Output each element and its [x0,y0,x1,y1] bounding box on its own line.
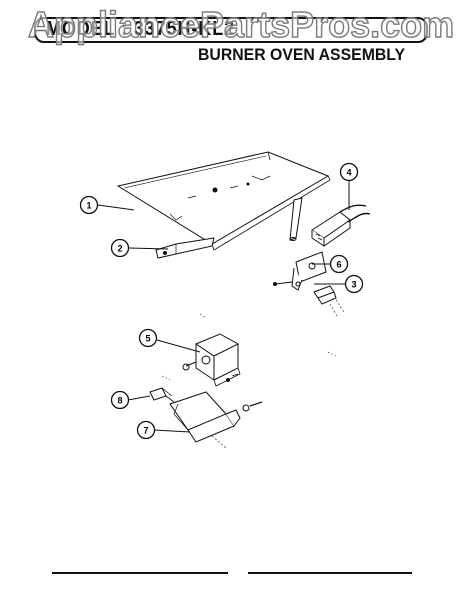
model-number: MODEL : 3375H-KL2 [46,18,236,40]
part-safety-valve [169,391,263,449]
part-electrode-fitting [149,387,175,403]
callout-1: 1 [79,195,99,215]
footer-rule-left [52,572,228,574]
callout-2-label: 2 [117,244,122,254]
callout-4-label: 4 [346,168,351,178]
part-oven-bottom-panel [116,151,331,251]
callout-1-label: 1 [86,201,91,211]
callout-7: 7 [136,420,156,440]
callouts: 1 2 3 4 5 6 7 [79,162,364,440]
page-title: BURNER OVEN ASSEMBLY [198,45,406,64]
callout-3-label: 3 [351,280,356,290]
callout-6-label: 6 [336,260,341,270]
callout-2: 2 [110,238,130,258]
part-burner-tube [289,197,303,241]
part-pilot-orifice [313,285,345,319]
part-ignitor-connector [311,204,371,247]
callout-3: 3 [344,274,364,294]
part-burner-bracket [155,237,215,259]
callout-4: 4 [339,162,359,182]
part-mounting-plate [273,251,327,291]
callout-5-label: 5 [145,334,150,344]
footer-rule-right [248,572,412,574]
callout-6: 6 [329,254,349,274]
callout-7-label: 7 [143,426,148,436]
callout-8-label: 8 [117,396,122,406]
model-frame [34,17,428,43]
part-gas-valve [182,333,241,387]
callout-5: 5 [138,328,158,348]
callout-8: 8 [110,390,130,410]
